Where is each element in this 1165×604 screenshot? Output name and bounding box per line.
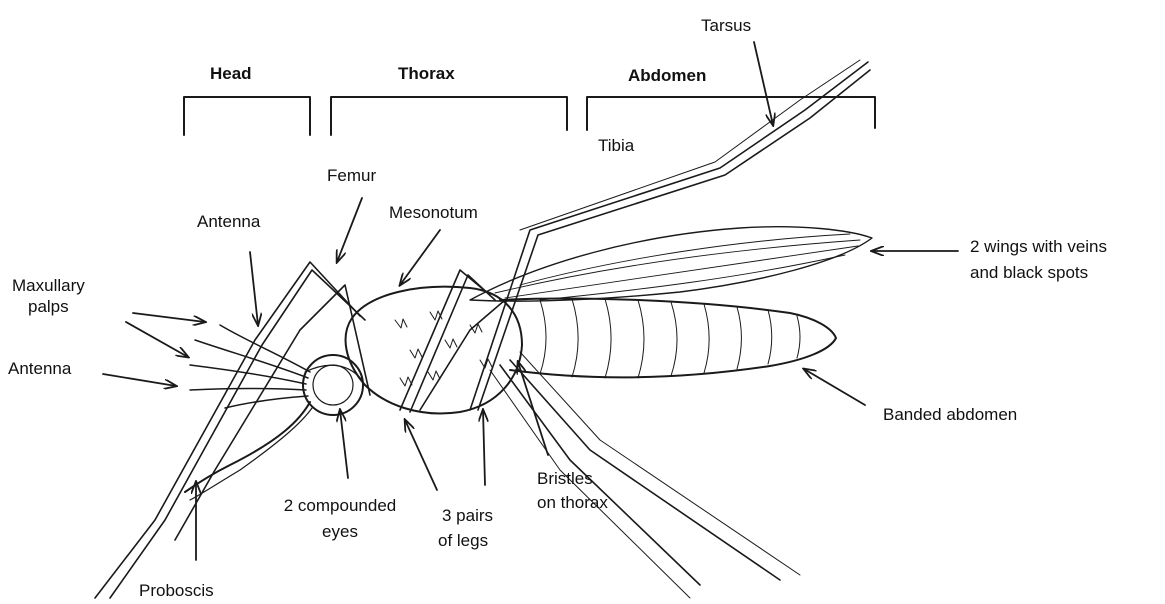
thorax-bristles (395, 311, 492, 386)
antenna-lower-arrow (103, 374, 176, 386)
legs-arrow-2 (483, 410, 485, 485)
antenna-upper-arrow (250, 252, 258, 325)
maxillary-palps-line1: Maxullary (12, 275, 85, 296)
wings-line1: 2 wings with veins (970, 236, 1107, 257)
eyes-line1: 2 compounded (260, 495, 420, 516)
mesonotum-label: Mesonotum (389, 202, 478, 223)
maxillary-palps-label: Maxullary palps (12, 275, 85, 317)
legs-label: 3 pairs of legs (438, 505, 493, 551)
section-abdomen-label: Abdomen (628, 66, 706, 86)
bristles-arrow (518, 362, 548, 455)
wing (470, 227, 872, 301)
antenna-lower-label: Antenna (8, 358, 71, 379)
thorax-bracket (331, 97, 567, 135)
abdomen-bracket (587, 97, 875, 130)
tarsus-arrow (754, 42, 773, 125)
mesonotum-arrow (400, 230, 440, 285)
eyes-line2: eyes (260, 521, 420, 542)
section-thorax-label: Thorax (398, 64, 455, 84)
abdomen-drawing (500, 299, 836, 378)
head-bracket (184, 97, 310, 135)
legs-arrow-1 (405, 420, 437, 490)
bristles-label: Bristles on thorax (537, 468, 608, 513)
legs-line2: of legs (438, 530, 493, 551)
head-drawing (303, 355, 363, 415)
abdomen-arrow (804, 369, 865, 405)
femur-label: Femur (327, 165, 376, 186)
wings-line2: and black spots (970, 262, 1107, 283)
palps-arrow-2 (126, 322, 188, 357)
thorax-drawing (346, 287, 522, 414)
bristles-line2: on thorax (537, 492, 608, 513)
proboscis-label: Proboscis (139, 580, 214, 601)
abdomen-bands (540, 299, 800, 378)
palps-arrow-1 (133, 313, 205, 322)
bristles-line1: Bristles (537, 468, 608, 489)
section-head-label: Head (210, 64, 252, 84)
eyes-arrow (340, 410, 348, 478)
eyes-label: 2 compounded eyes (260, 495, 420, 542)
banded-abdomen-label: Banded abdomen (883, 404, 1017, 425)
legs-line1: 3 pairs (438, 505, 493, 526)
tarsus-label: Tarsus (701, 15, 751, 36)
tibia-label: Tibia (598, 135, 634, 156)
antenna-upper-label: Antenna (197, 211, 260, 232)
maxillary-palps-line2: palps (12, 296, 85, 317)
femur-arrow (337, 198, 362, 262)
wings-label: 2 wings with veins and black spots (970, 236, 1107, 283)
